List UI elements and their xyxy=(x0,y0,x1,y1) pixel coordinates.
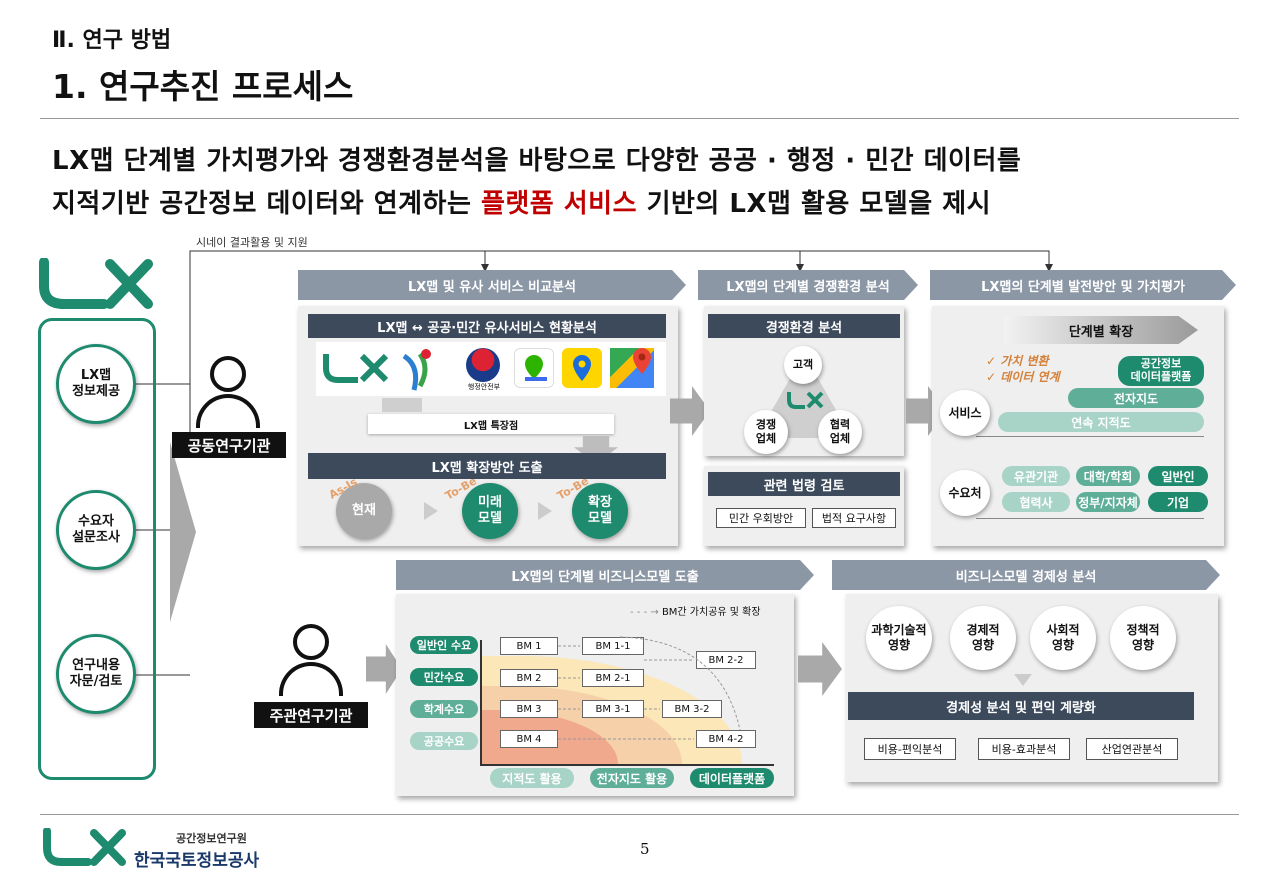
value-conversion: ✓ 가치 변환 xyxy=(986,354,1049,368)
banner-business-model: LX맵의 단계별 비즈니스모델 도출 xyxy=(396,560,814,590)
bm-3: BM 3 xyxy=(500,700,558,718)
bm-legend: - - - → BM간 가치공유 및 확장 xyxy=(630,607,761,618)
demand-node: 수요처 xyxy=(940,470,990,516)
naver-map-logo-icon xyxy=(514,348,554,388)
use-electronic-map: 전자지도 활용 xyxy=(590,768,674,788)
person-icon-lead xyxy=(293,624,329,660)
bm-4-2: BM 4-2 xyxy=(696,730,756,748)
lx-info-provision: LX맵 정보제공 xyxy=(56,344,136,424)
impact-policy: 정책적 영향 xyxy=(1110,606,1176,670)
bm-3-2: BM 3-2 xyxy=(662,700,722,718)
bm-4: BM 4 xyxy=(500,730,558,748)
use-data-platform: 데이터플랫폼 xyxy=(690,768,774,788)
lead-research-tag: 주관연구기관 xyxy=(254,702,368,728)
bm-2: BM 2 xyxy=(500,669,558,687)
lx-service-logo-icon xyxy=(323,353,389,383)
demand-university: 대학/학회 xyxy=(1076,466,1140,486)
headline-line2-start: 지적기반 공간정보 데이터와 연계하는 xyxy=(52,189,472,219)
economic-analysis-bar: 경제성 분석 및 편익 계량화 xyxy=(848,692,1194,720)
row-public-demand: 공공수요 xyxy=(410,732,478,750)
lx-logo-icon xyxy=(39,258,153,309)
service-logos-strip: 행정안전부 xyxy=(316,342,666,396)
demand-divider xyxy=(976,518,1204,519)
banner-competition: LX맵의 단계별 경쟁환경 분석 xyxy=(698,270,918,300)
impact-science: 과학기술적 영향 xyxy=(866,606,932,670)
headline-line2-end: 기반의 LX맵 활용 모델을 제시 xyxy=(646,189,992,219)
google-maps-logo-icon xyxy=(610,348,654,388)
footer-divider xyxy=(40,814,1239,815)
x-axis xyxy=(480,764,774,766)
data-linkage: ✓ 데이터 연계 xyxy=(986,370,1060,384)
bm-1-1: BM 1-1 xyxy=(582,637,644,655)
feedback-label: 시네이 결과활용 및 지원 xyxy=(196,236,308,249)
person-icon-joint xyxy=(210,356,246,392)
ministry-logo-icon xyxy=(466,348,500,382)
partner-node: 협력 업체 xyxy=(818,410,862,454)
service-node: 서비스 xyxy=(940,390,990,436)
headline-highlight: 플랫폼 서비스 xyxy=(480,189,638,219)
bm-3-1: BM 3-1 xyxy=(582,700,644,718)
service-divider xyxy=(976,436,1204,437)
customer-node: 고객 xyxy=(784,346,822,384)
method-cost-benefit: 비용-편익분석 xyxy=(864,738,956,760)
demand-related-agency: 유관기관 xyxy=(1002,466,1070,486)
banner-economic: 비즈니스모델 경제성 분석 xyxy=(832,560,1220,590)
current-stage: 현재 xyxy=(336,483,392,539)
public-emblem-logo-icon xyxy=(402,349,431,391)
joint-research-tag: 공동연구기관 xyxy=(172,432,286,458)
demand-government: 정부/지자체 xyxy=(1076,492,1140,512)
banner-development: LX맵의 단계별 발전방안 및 가치평가 xyxy=(930,270,1236,300)
research-review: 연구내용 자문/검토 xyxy=(56,634,136,714)
bm-1: BM 1 xyxy=(500,637,558,655)
expansion-header: LX맵 확장방안 도출 xyxy=(308,453,666,479)
section-label: Ⅱ. 연구 방법 xyxy=(52,28,172,53)
feature-connector xyxy=(382,398,422,412)
row-general-demand: 일반인 수요 xyxy=(410,636,478,654)
impact-economic: 경제적 영향 xyxy=(950,606,1016,670)
title-divider xyxy=(40,118,1239,119)
bm-2-1: BM 2-1 xyxy=(582,669,644,687)
method-cost-effect: 비용-효과분석 xyxy=(978,738,1070,760)
expansion-model: 확장 모델 xyxy=(572,483,628,539)
method-industry-linkage: 산업연관분석 xyxy=(1086,738,1178,760)
competition-header: 경쟁환경 분석 xyxy=(708,314,900,338)
lx-center-logo-icon xyxy=(787,391,824,409)
footer-lx-logo-icon xyxy=(43,828,126,866)
left-input-column xyxy=(38,318,156,780)
banner-comparison: LX맵 및 유사 서비스 비교분석 xyxy=(298,270,686,300)
law-requirements: 법적 요구사항 xyxy=(812,508,896,528)
law-review-header: 관련 법령 검토 xyxy=(708,472,900,496)
demand-enterprise: 기업 xyxy=(1148,492,1208,512)
demand-public: 일반인 xyxy=(1148,466,1208,486)
row-academic-demand: 학계수요 xyxy=(410,700,478,718)
stage-expansion-arrow: 단계별 확장 xyxy=(1004,316,1198,344)
lx-features: LX맵 특장점 xyxy=(368,414,614,434)
page-number: 5 xyxy=(640,840,650,858)
headline-line1: LX맵 단계별 가치평가와 경쟁환경분석을 바탕으로 다양한 공공 · 행정 ·… xyxy=(52,146,1022,176)
footer-company: 한국국토정보공사 xyxy=(134,851,260,871)
law-bypass: 민간 우회방안 xyxy=(716,508,806,528)
continuous-cadastral-map: 연속 지적도 xyxy=(998,412,1204,432)
footer-institute: 공간정보연구원 xyxy=(176,832,247,845)
row-private-demand: 민간수요 xyxy=(410,668,478,686)
competitor-node: 경쟁 업체 xyxy=(744,410,788,454)
demand-survey: 수요자 설문조사 xyxy=(56,490,136,570)
spatial-data-platform: 공간정보 데이터플랫폼 xyxy=(1118,356,1204,386)
bm-legend-label: BM간 가치공유 및 확장 xyxy=(661,607,761,618)
demand-partner: 협력사 xyxy=(1002,492,1070,512)
ministry-label: 행정안전부 xyxy=(467,383,501,391)
headline-line2: 지적기반 공간정보 데이터와 연계하는 플랫폼 서비스 기반의 LX맵 활용 모… xyxy=(52,183,991,220)
y-axis xyxy=(480,640,482,766)
use-cadastral-map: 지적도 활용 xyxy=(490,768,574,788)
future-model: 미래 모델 xyxy=(462,483,518,539)
bm-2-2: BM 2-2 xyxy=(696,651,756,669)
electronic-map: 전자지도 xyxy=(1068,388,1204,408)
comparison-header: LX맵 ↔ 공공·민간 유사서비스 현황분석 xyxy=(308,314,666,338)
impact-social: 사회적 영향 xyxy=(1030,606,1096,670)
page-title: 1. 연구추진 프로세스 xyxy=(52,67,354,106)
kakao-map-logo-icon xyxy=(562,348,602,388)
